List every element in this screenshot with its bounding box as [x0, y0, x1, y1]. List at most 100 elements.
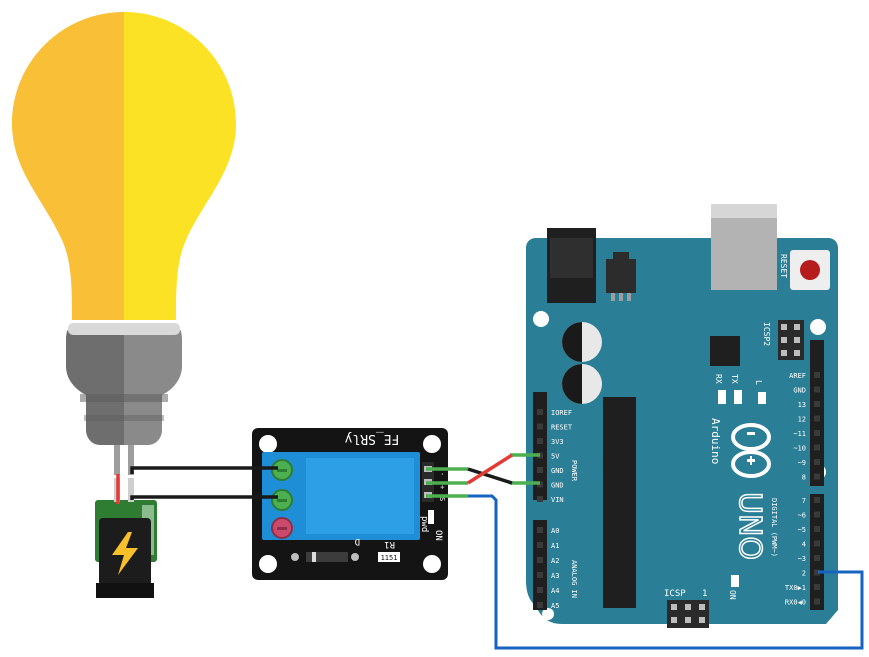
icsp-header [667, 600, 709, 628]
bulb-base-left [66, 330, 124, 445]
pin-label: RX0◀0 [785, 599, 806, 607]
mount-hole [810, 319, 826, 335]
arduino-uno-board: RESET ICSP2 RX TX L [526, 204, 838, 628]
icsp-label: ICSP [664, 589, 686, 599]
d-label: D [355, 536, 360, 546]
wire-jack-to-relay [130, 495, 278, 500]
pin-label: TX0▶1 [785, 584, 806, 592]
mount-hole [423, 555, 441, 573]
header-socket [814, 540, 820, 547]
header-socket [814, 444, 820, 451]
reset-label: RESET [779, 254, 788, 278]
header-socket [814, 584, 820, 590]
digital-header-upper [810, 340, 824, 486]
pin-s-label: S [438, 497, 446, 501]
pin-label: 2 [802, 570, 806, 578]
wire-gnd [467, 467, 513, 485]
usb-chip [710, 336, 740, 366]
pin-label: 12 [798, 416, 806, 424]
header-socket [537, 557, 543, 563]
icsp2-label: ICSP2 [762, 322, 771, 346]
pin-label: GND [551, 482, 564, 490]
pin-label: A0 [551, 527, 559, 535]
header-socket [814, 415, 820, 422]
pin-label: A1 [551, 542, 559, 550]
dc-barrel-jack [95, 478, 157, 598]
diode [306, 552, 348, 562]
pin-label: 3V3 [551, 438, 564, 446]
header-socket [537, 409, 543, 415]
bulb-glass-left [12, 12, 124, 320]
power-led [428, 510, 434, 524]
on-label: ON [433, 530, 443, 541]
header-socket [814, 473, 820, 480]
wire-bulb-to-relay [130, 466, 278, 474]
pin-label: ~10 [793, 445, 806, 453]
pin-plus-label: + [438, 485, 446, 489]
pin-label: GND [551, 467, 564, 475]
reset-button-cap[interactable] [800, 260, 820, 280]
arduino-brand-text: Arduino [709, 418, 722, 464]
mount-hole [542, 608, 554, 620]
header-socket [537, 423, 543, 430]
pin-label: 13 [798, 401, 806, 409]
wire-5v [467, 453, 513, 485]
header-socket [814, 497, 820, 503]
pin-label: A5 [551, 602, 559, 610]
header-socket [814, 511, 820, 518]
header-socket [814, 386, 820, 393]
header-socket [537, 587, 543, 593]
pin-label: 4 [802, 541, 806, 549]
chip-label: 1151 [381, 554, 398, 562]
header-socket [537, 602, 543, 608]
pwd-label: pwd [419, 516, 429, 532]
pin-label: ~6 [798, 512, 806, 520]
wire-signal [468, 494, 864, 650]
header-socket [537, 527, 543, 533]
bulb-glass-right [124, 12, 236, 320]
pin-label: 5V [551, 453, 560, 461]
light-bulb [12, 12, 236, 475]
header-socket [814, 526, 820, 532]
tx-label: TX [730, 374, 739, 384]
relay-module-name: FE_SRly [344, 431, 399, 446]
pin-label: 7 [802, 497, 806, 505]
analog-header-label: ANALOG IN [570, 560, 578, 598]
r1-label: R1 [384, 539, 395, 549]
header-socket [537, 467, 543, 473]
voltage-regulator [606, 259, 636, 293]
smd-chip [378, 552, 400, 562]
header-socket [537, 438, 543, 444]
bulb-lead-left [114, 445, 120, 475]
tx-led [734, 390, 742, 404]
bulb-collar [68, 323, 180, 335]
power-header [533, 392, 547, 500]
pin-label: A4 [551, 587, 559, 595]
header-socket [537, 496, 543, 502]
bulb-lead-right [128, 445, 134, 475]
pin-label: A3 [551, 572, 559, 580]
header-socket [814, 430, 820, 436]
pin-label: RESET [551, 424, 573, 432]
mount-hole [259, 555, 277, 573]
header-socket [814, 598, 820, 605]
header-socket [537, 572, 543, 578]
analog-header [533, 520, 547, 610]
icsp-pin-label: 1 [702, 589, 707, 599]
power-bolt-icon [112, 532, 138, 575]
pin-minus-label: - [438, 472, 446, 476]
pin-label: A2 [551, 557, 559, 565]
capacitor [562, 322, 602, 362]
pin-label: 8 [802, 474, 806, 482]
bulb-base-right [124, 330, 182, 445]
pin-label: ~11 [793, 430, 806, 438]
header-socket [814, 372, 820, 378]
wires [116, 453, 864, 650]
pin-label: GND [793, 387, 806, 395]
pin-label: VIN [551, 496, 564, 504]
l-label: L [754, 380, 763, 385]
mount-hole [533, 311, 549, 327]
